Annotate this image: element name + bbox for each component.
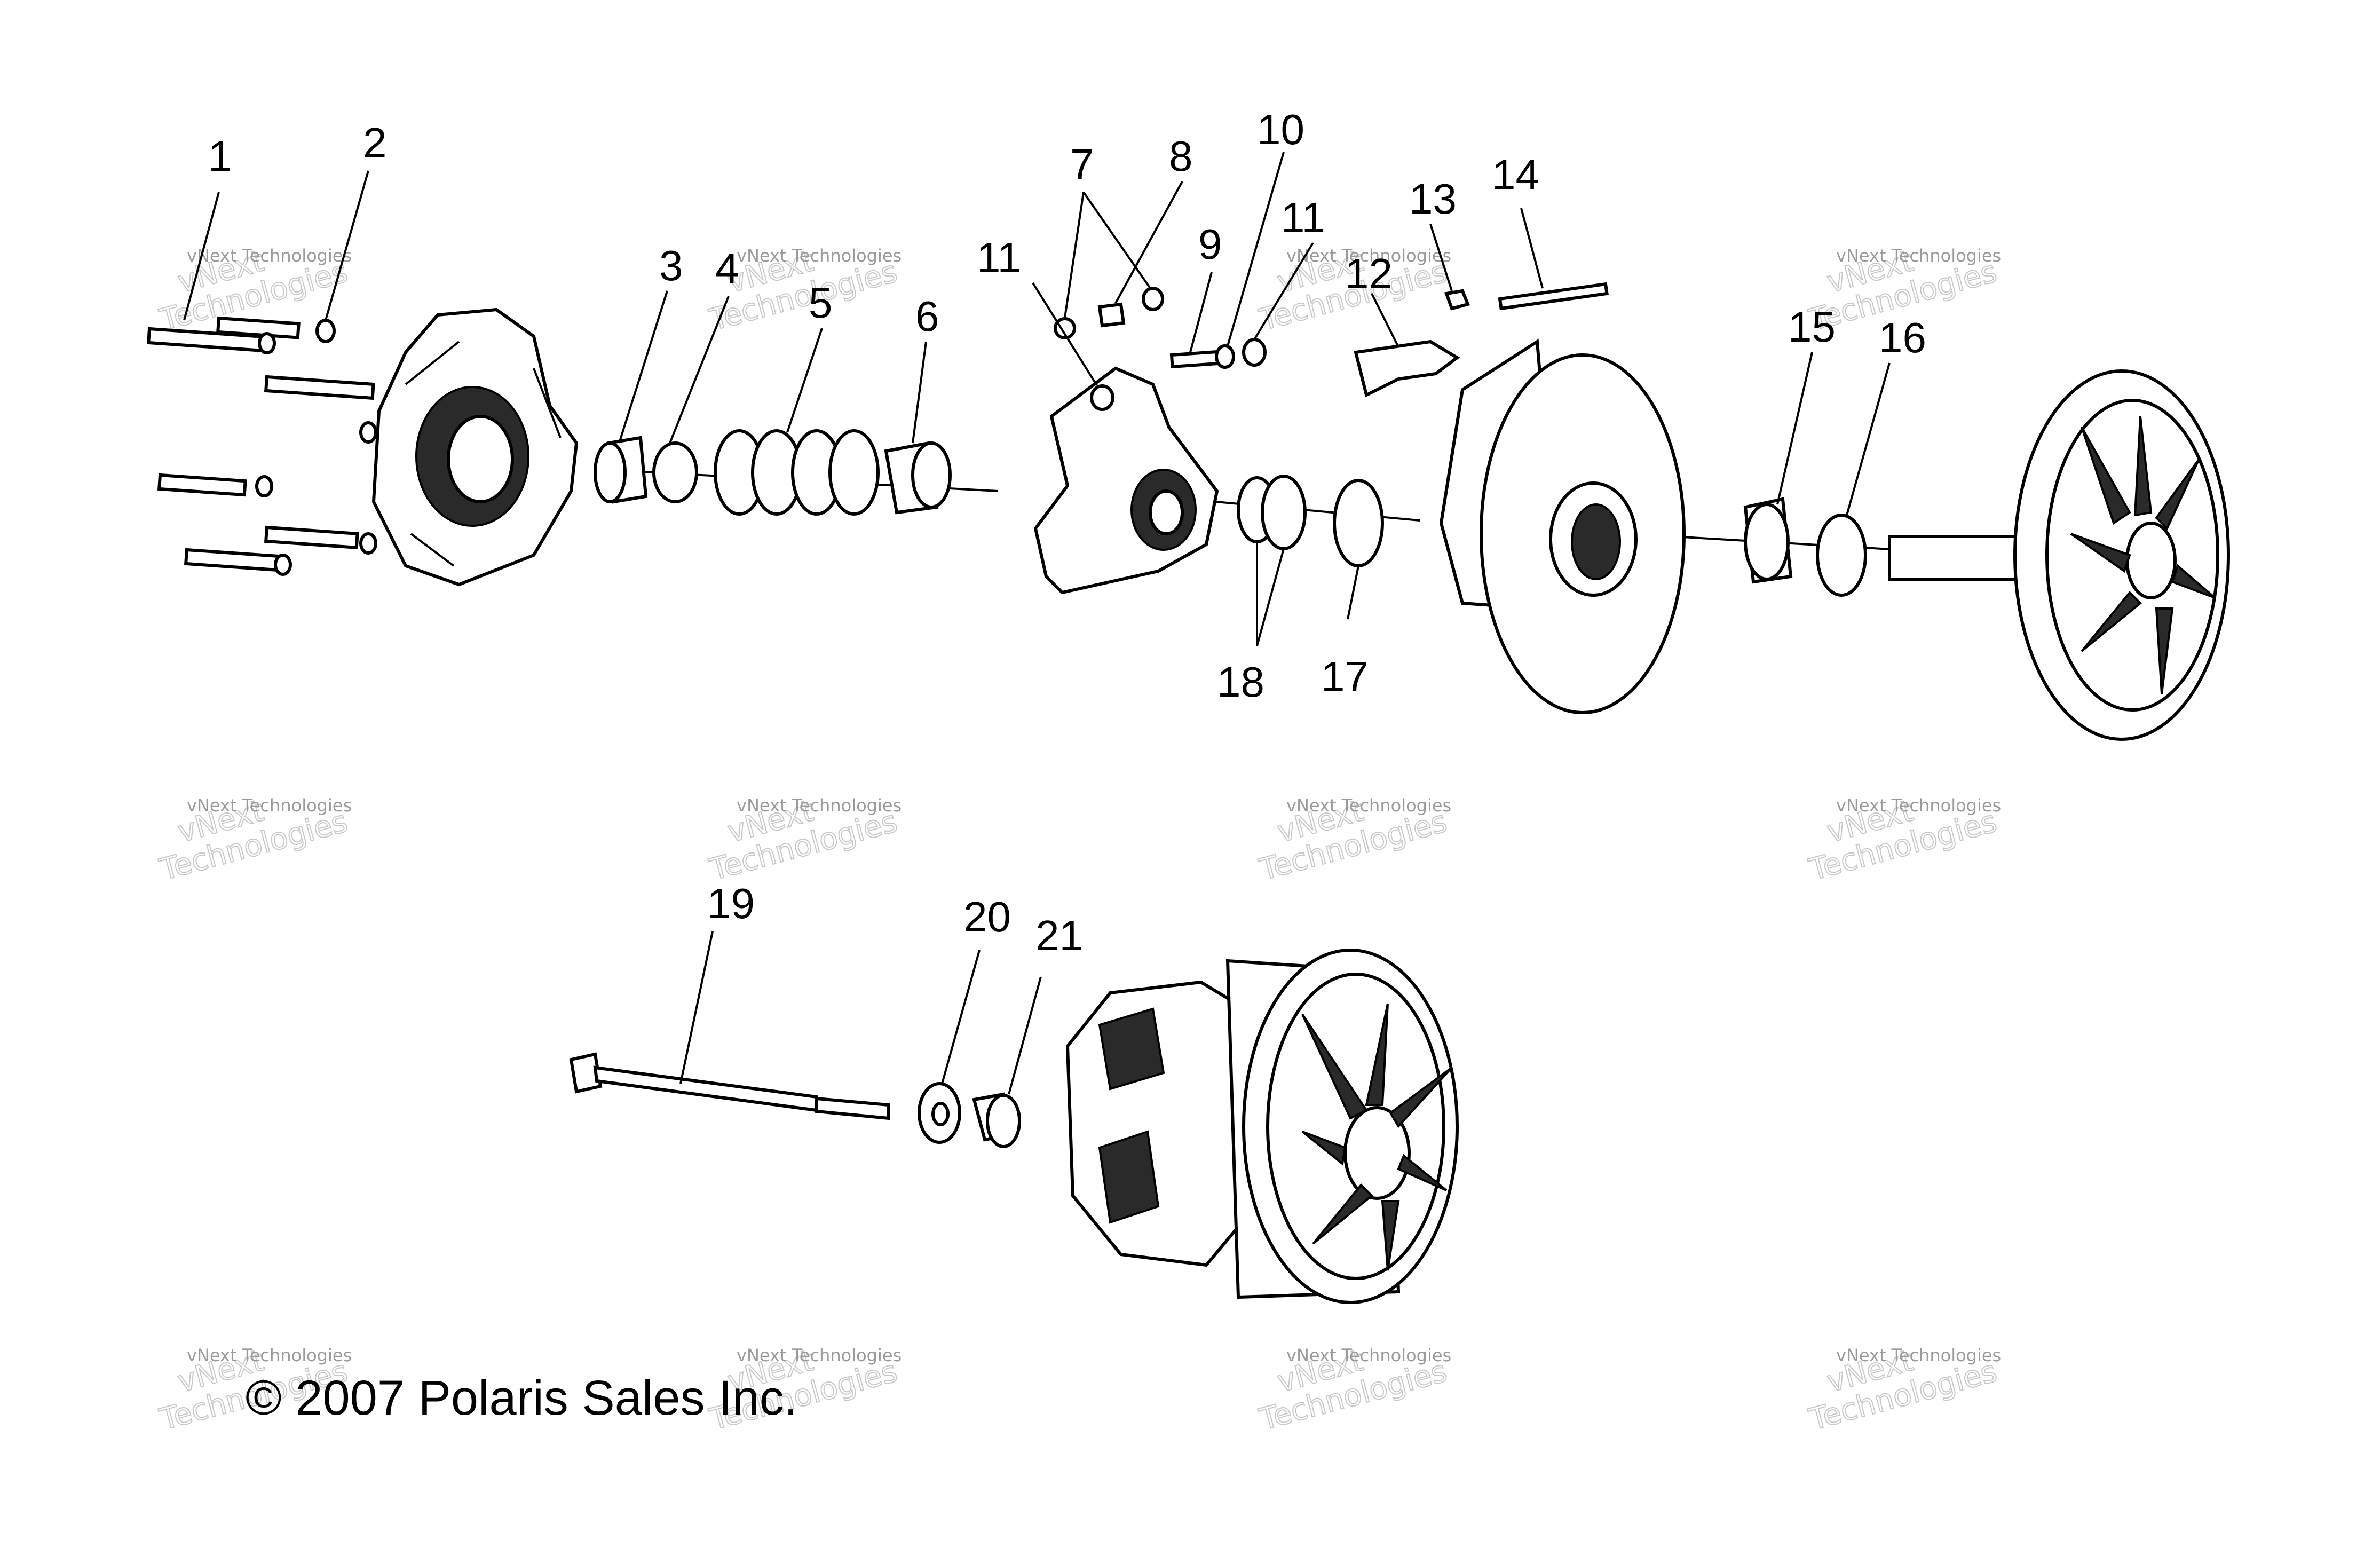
bushing-part-11 [1242, 338, 1267, 367]
callout-3: 3 [659, 242, 683, 289]
washer [315, 319, 336, 343]
washer-part-7 [1054, 317, 1076, 339]
callout-labels: 1 2 3 4 5 6 7 8 9 10 11 11 12 13 14 15 1… [208, 106, 1926, 959]
callout-14: 14 [1492, 151, 1539, 199]
watermark-text: vNext Technologies [737, 1345, 902, 1365]
ring-part-16 [1816, 514, 1867, 597]
callout-1: 1 [208, 132, 232, 180]
watermark-text: vNext Technologies [737, 246, 902, 266]
fixed-sheave [1888, 369, 2230, 741]
callout-9: 9 [1198, 220, 1222, 268]
spring-part-5 [714, 429, 880, 516]
washer [359, 421, 377, 444]
bolt [184, 548, 282, 572]
callout-16: 16 [1879, 314, 1926, 361]
watermark-text: vNext Technologies [737, 795, 902, 816]
rings-part-18 [1237, 475, 1307, 550]
callout-2: 2 [363, 119, 387, 167]
callout-12: 12 [1345, 250, 1393, 297]
callout-6: 6 [915, 293, 939, 340]
watermark-text: vNext Technologies [1836, 1345, 2001, 1365]
watermark-text: vNext Technologies [187, 795, 352, 816]
watermark-text: vNext Technologies [1286, 246, 1451, 266]
long-bolt-part-19 [569, 1052, 890, 1120]
callout-5: 5 [809, 279, 833, 327]
callout-20: 20 [963, 893, 1011, 941]
callout-8: 8 [1169, 132, 1193, 180]
seal-part-17 [1333, 479, 1384, 567]
bushing-part-15 [1743, 497, 1793, 584]
bolt [216, 316, 301, 339]
callout-4: 4 [715, 244, 739, 292]
callout-17: 17 [1321, 653, 1369, 700]
watermark-text: vNext Technologies [187, 1345, 352, 1365]
bolt [264, 525, 359, 549]
washer-group-part-2 [255, 319, 377, 576]
bushing-part-21 [972, 1092, 1021, 1148]
washer [359, 532, 377, 555]
bolt [264, 375, 375, 400]
watermark-text: vNext Technologies [1286, 1345, 1451, 1365]
roller-part-8 [1097, 302, 1126, 328]
leader-lines [183, 152, 1891, 1095]
washer [274, 554, 292, 576]
callout-7: 7 [1070, 140, 1094, 188]
watermark-text: vNext Technologies [1836, 246, 2001, 266]
washer-part-10 [1215, 344, 1235, 369]
weight-part-12 [1354, 339, 1460, 398]
spider-assembly [1033, 366, 1219, 595]
watermark-text: vNext Technologies [1286, 795, 1451, 816]
washer [255, 475, 273, 497]
bolt-part-14 [1498, 282, 1609, 311]
callout-11-left: 11 [977, 234, 1021, 281]
nut-part-13 [1444, 289, 1470, 311]
callout-18: 18 [1217, 658, 1264, 706]
copyright-text: © 2007 Polaris Sales Inc. [246, 1371, 797, 1425]
bushing-part-3 [594, 436, 648, 504]
callout-21: 21 [1035, 912, 1083, 959]
callout-19: 19 [707, 880, 755, 927]
clutch-cover-plate [371, 307, 579, 587]
washer-part-20 [918, 1082, 961, 1144]
washer-part-7 [1142, 287, 1164, 311]
washer [258, 332, 276, 354]
ring-part-4 [652, 441, 698, 503]
callout-10: 10 [1257, 106, 1304, 153]
watermark-text: vNext Technologies [187, 246, 352, 266]
small-parts-7-11 [1054, 287, 1267, 411]
callout-13: 13 [1409, 175, 1457, 223]
bolt-group-part-1 [146, 316, 375, 572]
assembled-clutch [1065, 949, 1459, 1304]
spring-cup-part-6 [884, 441, 952, 515]
moveable-sheave [1439, 338, 1686, 714]
callout-11-right: 11 [1281, 194, 1325, 241]
callout-15: 15 [1788, 303, 1836, 351]
pin-part-9 [1169, 350, 1222, 369]
bolt [157, 473, 247, 497]
button-part-11 [1090, 384, 1114, 411]
watermark-text: vNext Technologies [1836, 795, 2001, 816]
